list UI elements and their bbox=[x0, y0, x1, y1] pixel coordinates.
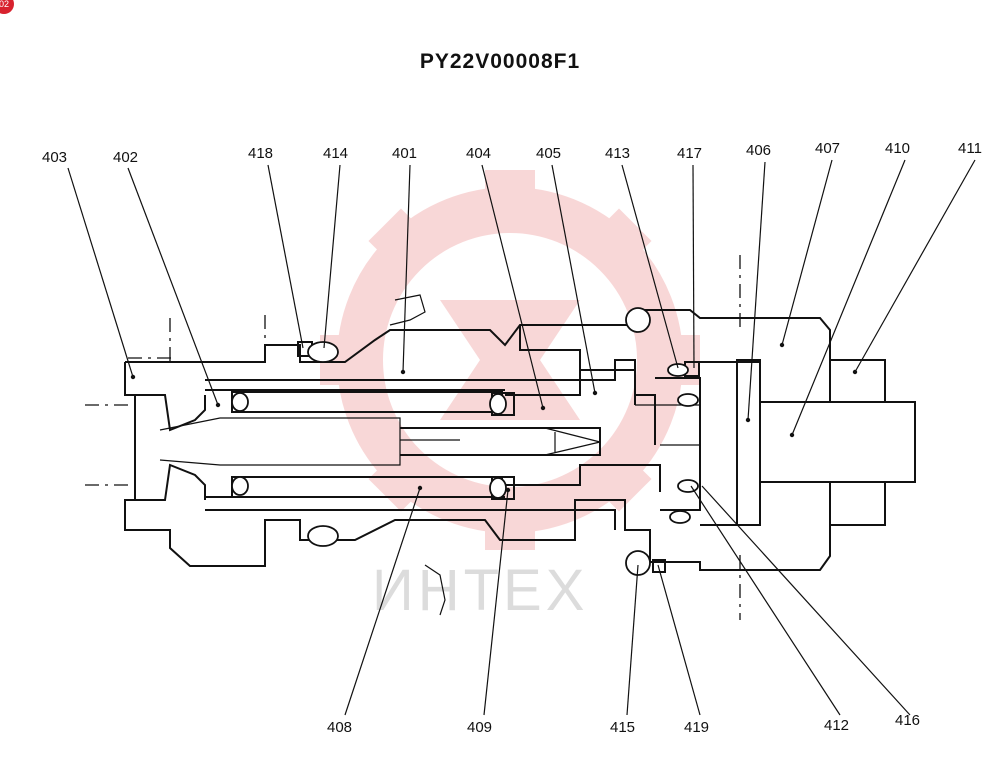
label-418: 418 bbox=[248, 145, 273, 162]
label-416: 416 bbox=[895, 712, 920, 729]
label-404: 404 bbox=[466, 145, 491, 162]
watermark-gear-logo bbox=[320, 170, 700, 550]
label-403: 403 bbox=[42, 149, 67, 166]
label-417: 417 bbox=[677, 145, 702, 162]
label-408: 408 bbox=[327, 719, 352, 736]
label-407: 407 bbox=[815, 140, 840, 157]
leader-lines bbox=[67, 159, 976, 716]
label-411: 411 bbox=[958, 140, 982, 157]
label-406: 406 bbox=[746, 142, 771, 159]
label-402: 402 bbox=[113, 149, 138, 166]
label-410: 410 bbox=[885, 140, 910, 157]
label-412: 412 bbox=[824, 717, 849, 734]
label-405: 405 bbox=[536, 145, 561, 162]
leader-dots bbox=[130, 342, 858, 493]
label-419: 419 bbox=[684, 719, 709, 736]
label-413: 413 bbox=[605, 145, 630, 162]
watermark-text: ИНТЕХ bbox=[372, 558, 588, 623]
label-401: 401 bbox=[392, 145, 417, 162]
label-415: 415 bbox=[610, 719, 635, 736]
corner-badge: 02 bbox=[0, 0, 14, 14]
label-414: 414 bbox=[323, 145, 348, 162]
drawing-title: PY22V00008F1 bbox=[419, 50, 581, 73]
part-labels: 403 402 418 414 401 404 405 413 417 406 … bbox=[42, 140, 982, 736]
o-rings bbox=[231, 307, 699, 576]
label-409: 409 bbox=[467, 719, 492, 736]
